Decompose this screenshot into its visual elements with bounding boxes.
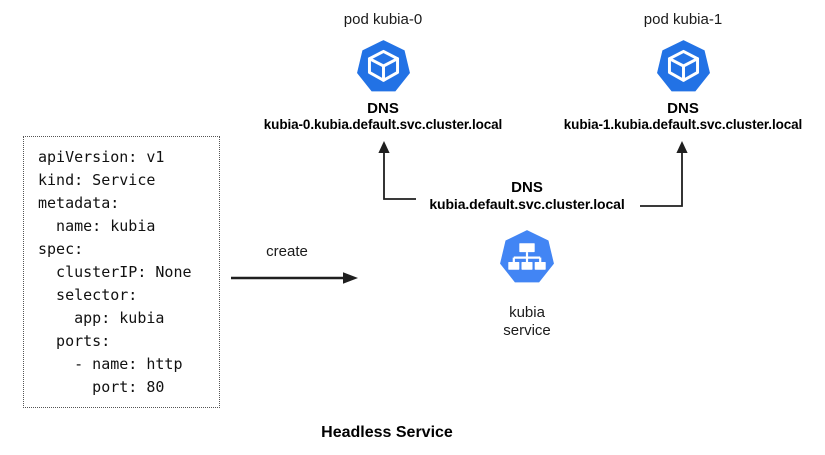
pod-kubia-0-group: pod kubia-0 DNS kubia-0.kubia.default.sv…	[233, 10, 533, 133]
yaml-line: app: kubia	[38, 309, 165, 327]
pod-kubia-1-title: pod kubia-1	[643, 11, 723, 28]
yaml-line: selector:	[38, 286, 138, 304]
yaml-line: name: kubia	[38, 217, 156, 235]
yaml-line: metadata:	[38, 194, 120, 212]
pod-kubia-1-group: pod kubia-1 DNS kubia-1.kubia.default.sv…	[533, 10, 825, 133]
service-label-type: service	[503, 322, 551, 339]
yaml-line: - name: http	[38, 355, 183, 373]
yaml-line: port: 80	[38, 378, 165, 396]
service-icon	[499, 229, 555, 284]
service-dns-heading: DNS	[511, 179, 543, 196]
service-dns-name: kubia.default.svc.cluster.local	[429, 196, 625, 212]
diagram-title: Headless Service	[321, 424, 453, 441]
service-dns-label: DNS kubia.default.svc.cluster.local	[397, 179, 657, 212]
yaml-line: spec:	[38, 240, 84, 258]
yaml-manifest-box: apiVersion: v1 kind: Service metadata: n…	[23, 136, 220, 408]
kubia-service-group: kubia service	[467, 229, 587, 340]
yaml-line: apiVersion: v1	[38, 148, 165, 166]
pod-1-dns-name: kubia-1.kubia.default.svc.cluster.local	[563, 117, 803, 132]
yaml-line: kind: Service	[38, 171, 156, 189]
pod-icon	[655, 39, 712, 93]
pod-1-dns-heading: DNS	[667, 100, 699, 117]
create-arrow	[231, 272, 358, 284]
yaml-line: ports:	[38, 332, 111, 350]
pod-0-dns-name: kubia-0.kubia.default.svc.cluster.local	[263, 117, 503, 132]
yaml-line: clusterIP: None	[38, 263, 192, 281]
pod-kubia-0-title: pod kubia-0	[343, 11, 423, 28]
pod-icon	[355, 39, 412, 93]
create-arrow-label: create	[266, 243, 308, 260]
pod-0-dns-heading: DNS	[367, 100, 399, 117]
service-label-name: kubia	[509, 304, 545, 321]
